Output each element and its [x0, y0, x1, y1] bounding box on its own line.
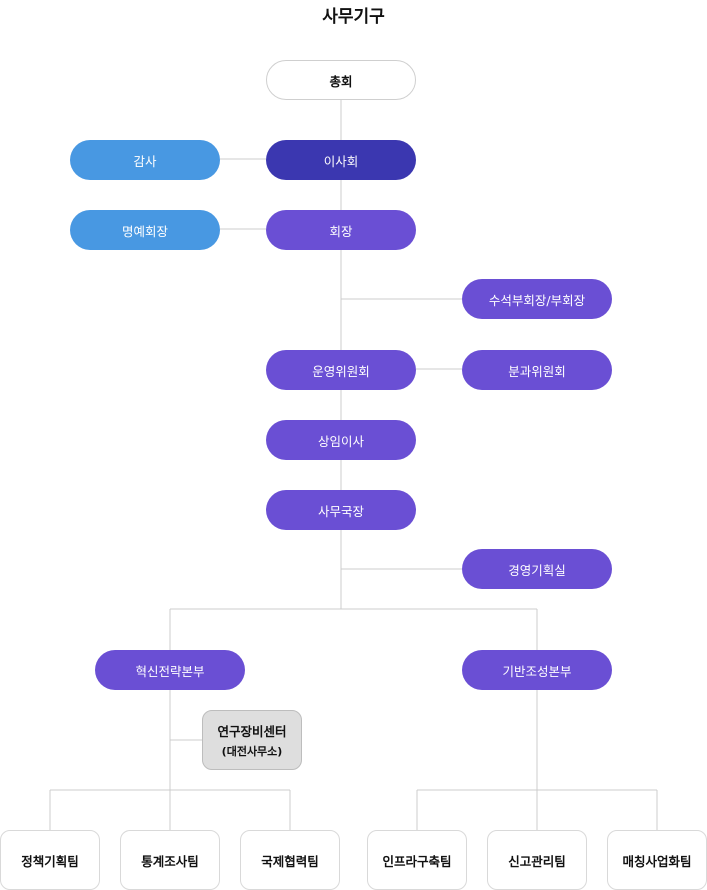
chairman-node: 회장	[266, 210, 416, 250]
general-assembly-node: 총회	[266, 60, 416, 100]
policy-team-node: 정책기획팀	[0, 830, 100, 890]
board-node: 이사회	[266, 140, 416, 180]
statistics-team-node: 통계조사팀	[120, 830, 220, 890]
vice-chair-node: 수석부회장/부회장	[462, 279, 612, 319]
subcommittee-node: 분과위원회	[462, 350, 612, 390]
innovation-hq-node: 혁신전략본부	[95, 650, 245, 690]
infra-hq-node: 기반조성본부	[462, 650, 612, 690]
honorary-chair-node: 명예회장	[70, 210, 220, 250]
matching-team-node: 매칭사업화팀	[607, 830, 707, 890]
infra-team-node: 인프라구축팀	[367, 830, 467, 890]
secretary-general-node: 사무국장	[266, 490, 416, 530]
planning-office-node: 경영기획실	[462, 549, 612, 589]
equipment-center-label: 연구장비센터	[217, 724, 287, 739]
steering-committee-node: 운영위원회	[266, 350, 416, 390]
audit-node: 감사	[70, 140, 220, 180]
equipment-center-sublabel: (대전사무소)	[221, 745, 283, 758]
equipment-center-node: 연구장비센터 (대전사무소)	[202, 710, 302, 770]
diagram-title: 사무기구	[322, 7, 385, 27]
standing-director-node: 상임이사	[266, 420, 416, 460]
report-team-node: 신고관리팀	[487, 830, 587, 890]
intl-team-node: 국제협력팀	[240, 830, 340, 890]
